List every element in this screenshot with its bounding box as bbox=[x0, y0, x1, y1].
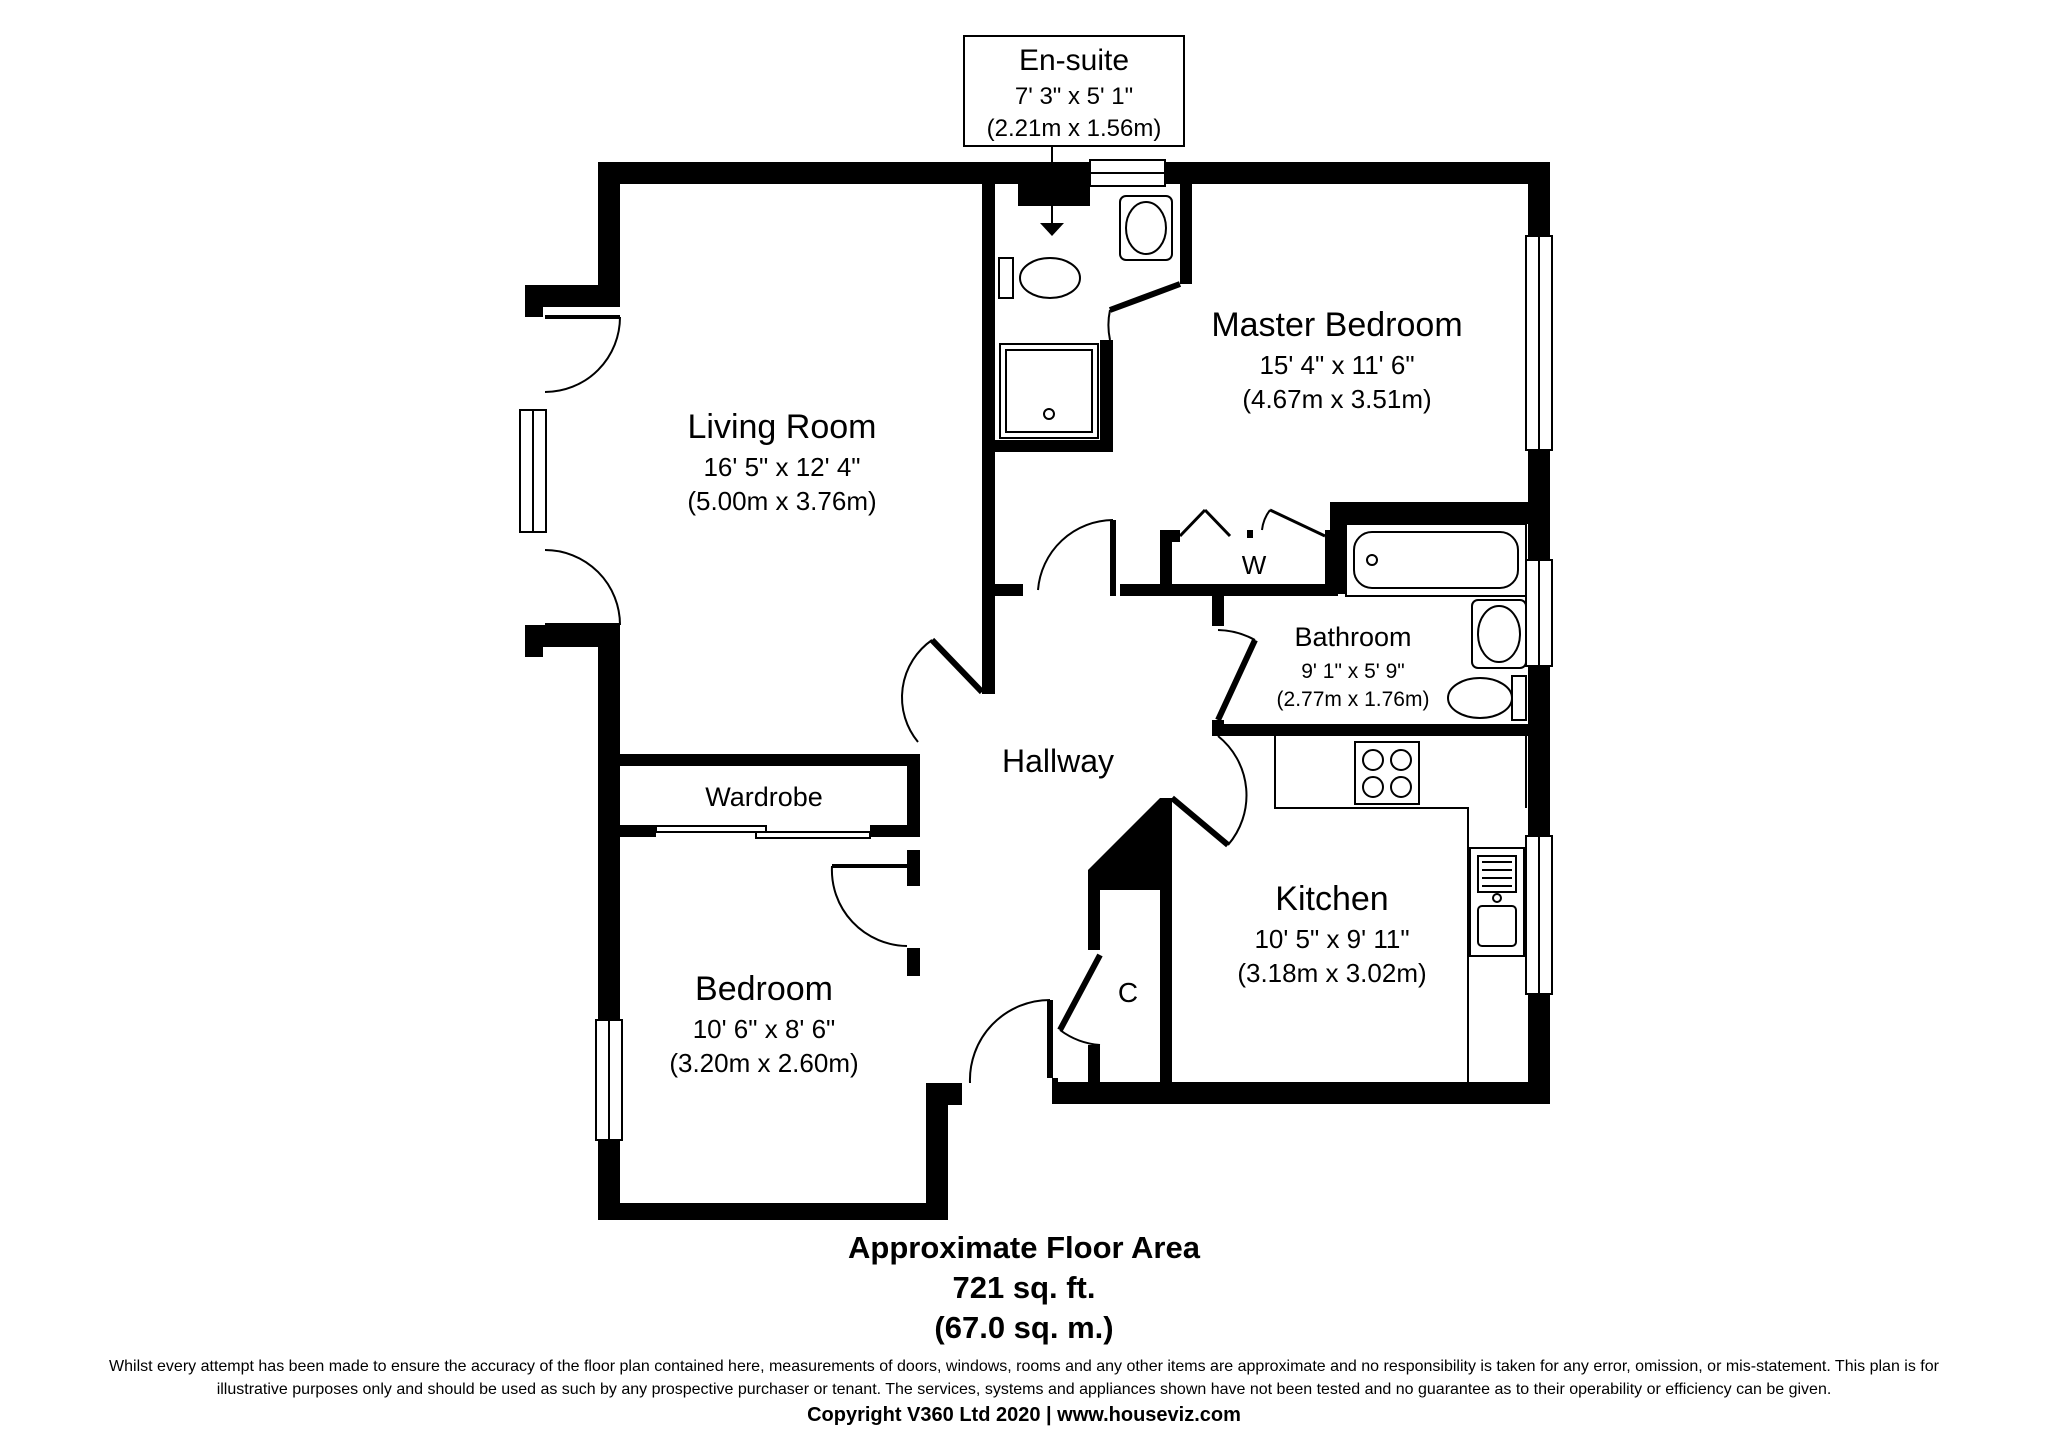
kitchen-name: Kitchen bbox=[1275, 880, 1388, 918]
ensuite-imperial: 7' 3" x 5' 1" bbox=[1015, 83, 1133, 110]
kitchen-metric: (3.18m x 3.02m) bbox=[1237, 958, 1426, 988]
kitchen-imperial: 10' 5" x 9' 11" bbox=[1254, 924, 1409, 954]
bathroom-basin bbox=[1471, 599, 1527, 669]
walls bbox=[525, 162, 1550, 1220]
ensuite-toilet bbox=[998, 257, 1081, 299]
ensuite-name: En-suite bbox=[1019, 44, 1129, 77]
master-bedroom-metric: (4.67m x 3.51m) bbox=[1242, 384, 1431, 414]
doors bbox=[544, 281, 1326, 1084]
bedroom-imperial: 10' 6" x 8' 6" bbox=[693, 1014, 836, 1044]
master-bedroom-name: Master Bedroom bbox=[1211, 306, 1462, 344]
bedroom-name: Bedroom bbox=[695, 970, 833, 1008]
room-labels: En-suite 7' 3" x 5' 1" (2.21m x 1.56m) M… bbox=[669, 44, 1462, 1078]
ensuite-shower bbox=[999, 343, 1099, 439]
living-room-imperial: 16' 5" x 12' 4" bbox=[703, 452, 860, 482]
bathroom-toilet bbox=[1447, 675, 1527, 721]
ensuite-label-box bbox=[963, 35, 1185, 147]
bath bbox=[1345, 523, 1527, 597]
ensuite-metric: (2.21m x 1.56m) bbox=[987, 115, 1162, 142]
living-room-metric: (5.00m x 3.76m) bbox=[687, 486, 876, 516]
cupboard-c-label: C bbox=[1118, 977, 1138, 1008]
disclaimer-line-1: Whilst every attempt has been made to en… bbox=[109, 1358, 1939, 1375]
bathroom-name: Bathroom bbox=[1294, 622, 1411, 652]
living-room-name: Living Room bbox=[688, 408, 877, 446]
fixtures bbox=[998, 184, 1527, 1082]
w-cupboard-knob bbox=[1247, 530, 1253, 538]
bathroom-metric: (2.77m x 1.76m) bbox=[1277, 688, 1430, 711]
windows bbox=[519, 159, 1553, 1141]
ensuite-arrow bbox=[1040, 223, 1064, 236]
copyright: Copyright V360 Ltd 2020 | www.houseviz.c… bbox=[807, 1404, 1241, 1426]
floor-area-sqft: 721 sq. ft. bbox=[952, 1270, 1096, 1305]
floor-plan: En-suite 7' 3" x 5' 1" (2.21m x 1.56m) M… bbox=[519, 35, 1553, 1220]
kitchen-worktop bbox=[1274, 736, 1527, 1082]
hallway-name: Hallway bbox=[1002, 743, 1114, 779]
w-label: W bbox=[1242, 550, 1267, 580]
bathroom-imperial: 9' 1" x 5' 9" bbox=[1301, 660, 1404, 683]
bedroom-metric: (3.20m x 2.60m) bbox=[669, 1048, 858, 1078]
kitchen-sink bbox=[1469, 847, 1525, 957]
wardrobe-name: Wardrobe bbox=[705, 782, 823, 812]
disclaimer-line-2: illustrative purposes only and should be… bbox=[216, 1381, 1832, 1398]
floor-area-sqm: (67.0 sq. m.) bbox=[934, 1310, 1114, 1345]
disclaimer: Whilst every attempt has been made to en… bbox=[0, 1355, 2048, 1401]
floor-area-title: Approximate Floor Area bbox=[848, 1230, 1200, 1265]
hob bbox=[1354, 741, 1420, 805]
master-bedroom-imperial: 15' 4" x 11' 6" bbox=[1259, 350, 1414, 380]
